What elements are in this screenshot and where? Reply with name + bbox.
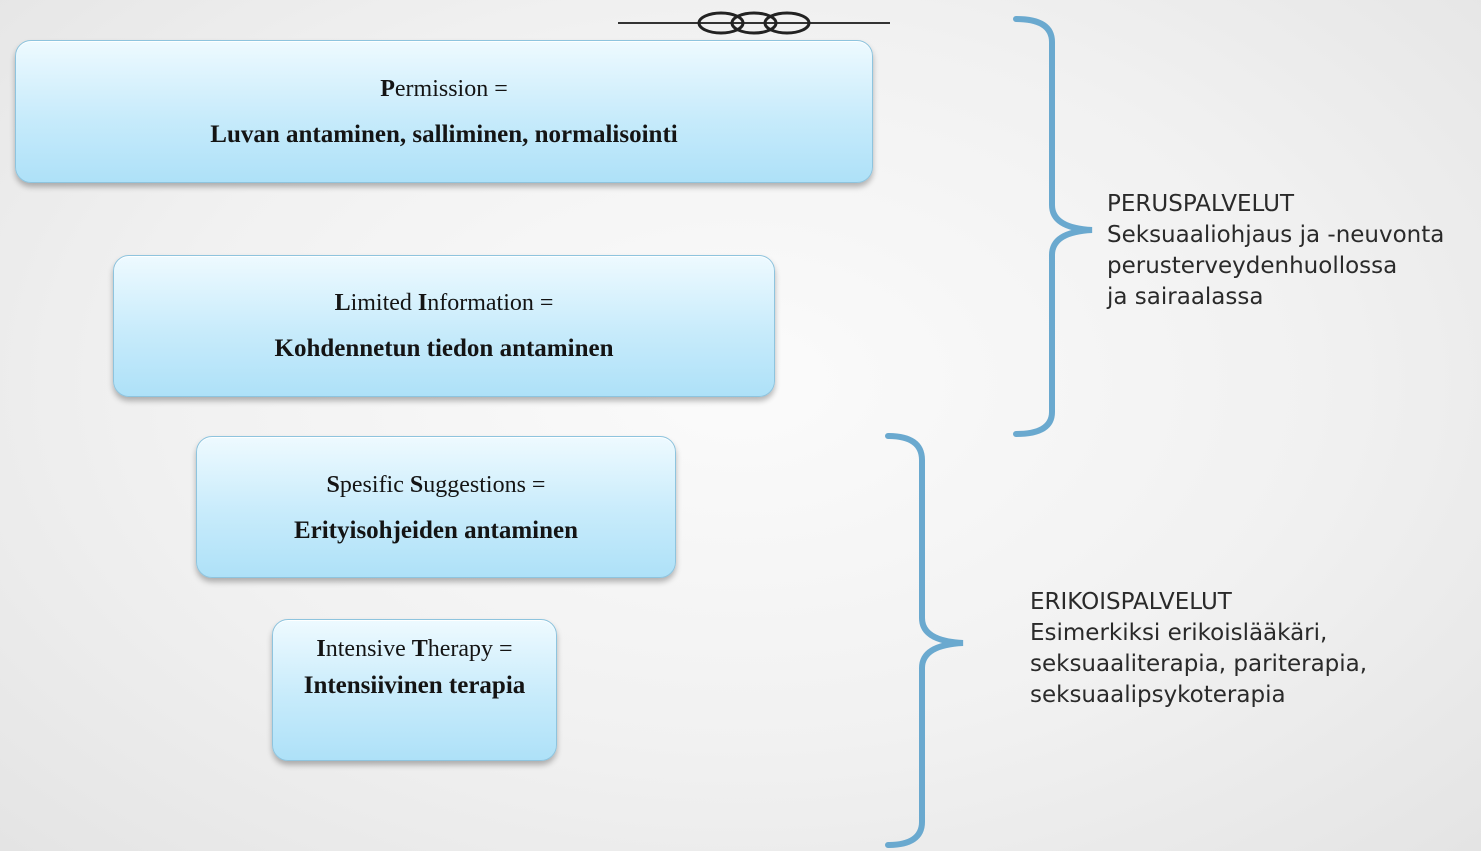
basic-services-brace: [1013, 16, 1093, 437]
plissit-specific-suggestions-box: Spesific Suggestions = Erityisohjeiden a…: [196, 436, 676, 578]
special-services-title: ERIKOISPALVELUT: [1030, 589, 1232, 615]
plissit-intensive-therapy-box: Intensive Therapy = Intensiivinen terapi…: [272, 619, 557, 761]
heading-initial: L: [334, 290, 351, 316]
box-description: Intensiivinen terapia: [303, 672, 526, 699]
heading-rest: uggestions =: [423, 472, 546, 498]
box-description: Erityisohjeiden antaminen: [293, 517, 579, 544]
basic-services-line: perusterveydenhuollossa: [1107, 253, 1398, 279]
plissit-permission-box: Permission = Luvan antaminen, salliminen…: [15, 40, 873, 183]
box-description: Kohdennetun tiedon antaminen: [274, 335, 614, 362]
heading-rest: nformation =: [427, 290, 554, 316]
basic-services-line: Seksuaaliohjaus ja -neuvonta: [1107, 222, 1445, 248]
heading-rest: herapy =: [427, 636, 513, 662]
decorative-flourish-icon: [618, 11, 890, 35]
special-services-label: ERIKOISPALVELUT Esimerkiksi erikoislääkä…: [1030, 587, 1367, 711]
box-heading: Spesific Suggestions =: [197, 472, 675, 499]
box-heading: Permission =: [16, 76, 872, 103]
heading-mid: ntensive: [325, 636, 412, 662]
special-services-brace: [885, 433, 964, 848]
basic-services-title: PERUSPALVELUT: [1107, 191, 1295, 217]
box-heading: Intensive Therapy =: [273, 636, 556, 663]
heading-mid: imited: [350, 290, 418, 316]
heading-initial-2: T: [411, 636, 428, 662]
special-services-line: Esimerkiksi erikoislääkäri,: [1030, 620, 1328, 646]
heading-initial: P: [380, 76, 395, 102]
heading-mid: pesific: [339, 472, 410, 498]
heading-initial: S: [326, 472, 340, 498]
box-heading: Limited Information =: [114, 290, 774, 317]
heading-initial-2: I: [417, 290, 428, 316]
box-description: Luvan antaminen, salliminen, normalisoin…: [210, 121, 678, 148]
heading-rest: ermission =: [394, 76, 508, 102]
basic-services-line: ja sairaalassa: [1107, 284, 1264, 310]
heading-initial-2: S: [409, 472, 424, 498]
heading-initial: I: [316, 636, 326, 662]
special-services-line: seksuaaliterapia, pariterapia,: [1030, 651, 1368, 677]
plissit-limited-information-box: Limited Information = Kohdennetun tiedon…: [113, 255, 775, 397]
basic-services-label: PERUSPALVELUT Seksuaaliohjaus ja -neuvon…: [1107, 189, 1444, 313]
special-services-line: seksuaalipsykoterapia: [1030, 682, 1286, 708]
